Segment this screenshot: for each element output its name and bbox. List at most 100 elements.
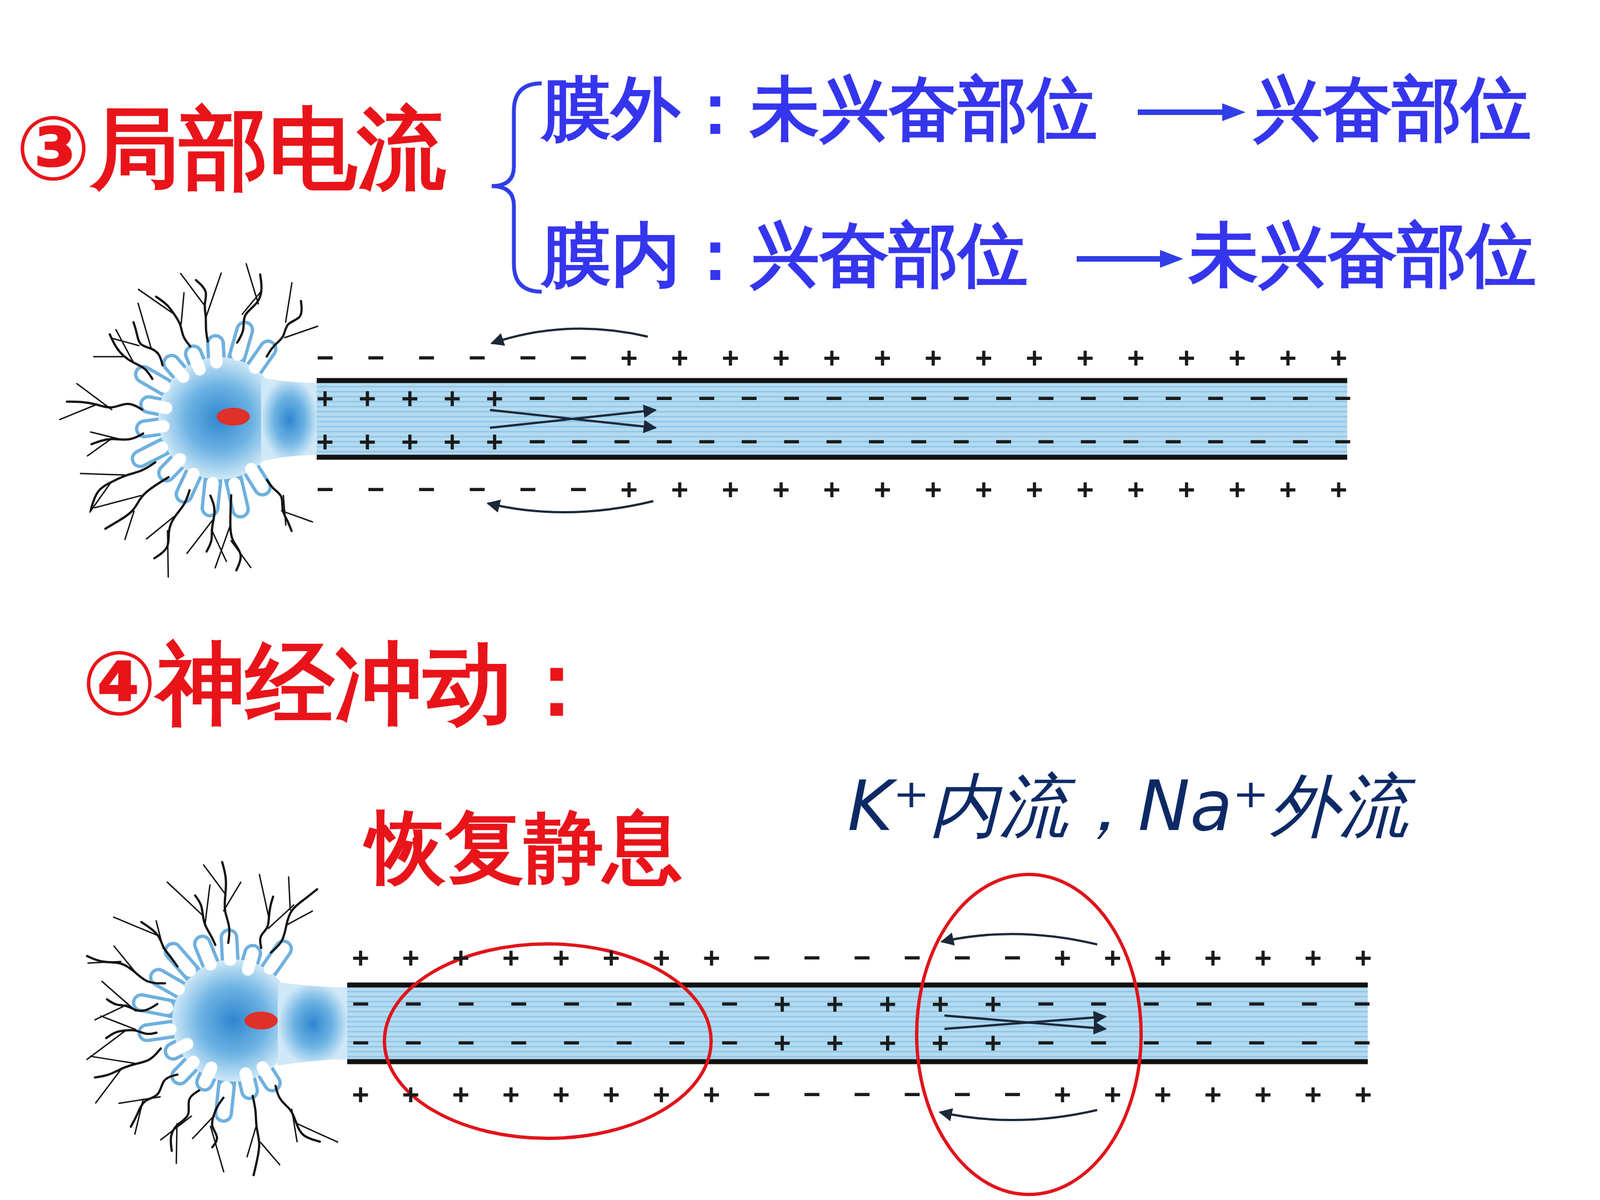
dendrite bbox=[116, 329, 134, 363]
dendrite bbox=[181, 292, 184, 325]
dendrite bbox=[260, 1142, 280, 1165]
dendrite bbox=[160, 1116, 192, 1140]
dendrite bbox=[133, 322, 163, 366]
cell-lobe bbox=[166, 458, 180, 473]
dendrite bbox=[86, 1030, 126, 1060]
cell-lobe bbox=[245, 1073, 250, 1091]
dendrite bbox=[206, 272, 222, 317]
dendrite bbox=[210, 1126, 224, 1172]
cell-lobe bbox=[215, 343, 217, 363]
axon-hillock bbox=[261, 377, 318, 462]
dendrite bbox=[87, 961, 121, 964]
neuron bbox=[60, 263, 318, 578]
cell-lobe bbox=[202, 943, 211, 965]
dendrite bbox=[291, 1109, 298, 1142]
dendrite bbox=[154, 490, 190, 559]
dendrite bbox=[283, 495, 286, 525]
dendrite bbox=[87, 438, 112, 457]
dendrite bbox=[135, 1099, 144, 1135]
dendrite bbox=[118, 1096, 160, 1104]
current-arrow bbox=[491, 328, 648, 344]
dendrite bbox=[90, 482, 112, 512]
dendrite bbox=[95, 1067, 122, 1103]
charge-row: + + + + + + + + − − − − − − + + + + + + … bbox=[352, 942, 1380, 973]
cell-lobe bbox=[140, 447, 162, 459]
cell-lobe bbox=[234, 483, 241, 509]
dendrite bbox=[259, 874, 269, 918]
dendrite bbox=[215, 525, 230, 568]
region-heading: K⁺内流，Na⁺外流 bbox=[847, 767, 1408, 845]
section-heading: ④神经冲动： bbox=[81, 635, 602, 733]
charge-row: − − − − − − − − + + + + + − − − − − − − bbox=[352, 1027, 1380, 1058]
dendrite bbox=[90, 462, 155, 510]
charge-row: + + + + + − − − − − − − − − − − − − − − … bbox=[316, 426, 1356, 457]
dendrite bbox=[246, 263, 259, 304]
cell-lobe bbox=[144, 426, 164, 429]
dendrite bbox=[90, 1056, 137, 1064]
dendrite bbox=[94, 495, 141, 508]
dendrite bbox=[141, 922, 178, 967]
dendrite bbox=[95, 1005, 127, 1020]
cell-lobe bbox=[171, 363, 184, 378]
dendrite bbox=[271, 889, 318, 953]
cell-lobe bbox=[148, 404, 167, 408]
arrow-head bbox=[1160, 250, 1184, 268]
cell-lobe bbox=[173, 951, 190, 971]
nucleus bbox=[244, 1011, 278, 1030]
dendrite bbox=[90, 432, 123, 440]
note-text: 兴奋部位 bbox=[1253, 70, 1532, 148]
dendrite bbox=[138, 303, 152, 348]
note-text: 膜外：未兴奋部位 bbox=[541, 70, 1098, 148]
arrow-head bbox=[1222, 103, 1246, 122]
dendrite bbox=[267, 480, 292, 532]
cell-lobe bbox=[247, 953, 253, 970]
curly-brace bbox=[491, 83, 542, 292]
dendrite bbox=[107, 999, 158, 1012]
cell-lobe bbox=[262, 1067, 273, 1083]
dendrite bbox=[196, 280, 208, 342]
dendrite bbox=[125, 511, 134, 539]
cell-lobe bbox=[251, 468, 263, 488]
membrane bbox=[347, 1059, 1368, 1065]
dendrite bbox=[93, 356, 124, 358]
dendrite bbox=[106, 1030, 157, 1038]
membrane bbox=[347, 982, 1368, 988]
dendrite bbox=[231, 540, 252, 568]
arrow-line bbox=[1137, 109, 1225, 115]
cell-lobe bbox=[204, 1067, 212, 1083]
dendrite bbox=[286, 911, 313, 926]
dendrite bbox=[285, 326, 318, 338]
dendrite bbox=[101, 1016, 137, 1030]
dendrite bbox=[80, 473, 125, 475]
note-text: 膜内：兴奋部位 bbox=[541, 216, 1028, 294]
arrow-line bbox=[1076, 256, 1163, 262]
dendrite bbox=[102, 981, 137, 1012]
charge-row: − − − − − − + + + + + + + + + + + + + + … bbox=[316, 473, 1356, 505]
dendrite bbox=[268, 905, 294, 929]
dendrite bbox=[113, 917, 160, 937]
dendrite bbox=[275, 1086, 320, 1142]
dendrite bbox=[180, 273, 204, 304]
dendrite bbox=[138, 289, 175, 315]
cell-lobe bbox=[173, 1043, 188, 1052]
cell-lobe bbox=[180, 1061, 194, 1077]
dendrite bbox=[281, 510, 313, 522]
section-heading: ③局部电流 bbox=[15, 100, 447, 198]
cell-lobe bbox=[223, 1087, 227, 1114]
dendrite bbox=[247, 1127, 257, 1157]
cell-lobe bbox=[143, 374, 164, 387]
note-text: 未兴奋部位 bbox=[1188, 216, 1537, 294]
dendrite bbox=[113, 946, 135, 972]
axon-hillock bbox=[277, 982, 349, 1066]
charge-row: + + + + + + + + − − − − − − + + + + + + … bbox=[352, 1078, 1380, 1110]
dendrite bbox=[176, 1123, 177, 1164]
dendrite bbox=[146, 516, 174, 539]
dendrite bbox=[66, 401, 142, 410]
dendrite bbox=[223, 882, 242, 911]
dendrite bbox=[296, 1123, 338, 1143]
current-arrow bbox=[940, 1110, 1098, 1120]
charge-row: + + + + + − − − − − − − − − − − − − − − … bbox=[316, 382, 1356, 414]
dendrite bbox=[167, 882, 203, 916]
dendrite bbox=[167, 530, 169, 577]
dendrite bbox=[230, 495, 242, 570]
